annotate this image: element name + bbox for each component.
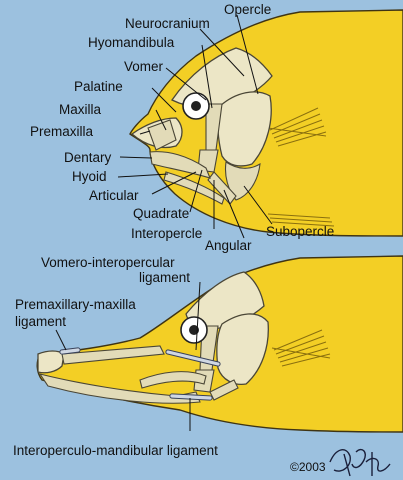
bottom-hyoid-arch: [139, 371, 207, 389]
bottom-interopercle: [209, 379, 239, 401]
bottom-pectoral-fin: [271, 329, 331, 367]
bottom-ligaments: [59, 347, 221, 401]
top-subopercle: [224, 161, 261, 201]
label-articular: Articular: [89, 188, 139, 203]
label-neurocranium: Neurocranium: [125, 16, 210, 31]
top-fish-head: [129, 9, 403, 237]
bottom-premaxilla: [37, 350, 65, 374]
bottom-leader-lines: [55, 281, 201, 431]
bottom-maxilla: [61, 345, 165, 365]
label-vomero-interopercular-line1: Vomero-interopercular: [41, 255, 175, 270]
label-quadrate: Quadrate: [133, 206, 189, 221]
bottom-fish-head: [36, 255, 403, 433]
label-angular: Angular: [205, 238, 252, 253]
label-hyomandibula: Hyomandibula: [88, 35, 175, 50]
top-eye-pupil: [191, 101, 201, 111]
bottom-eye-pupil: [189, 325, 199, 335]
label-opercle: Opercle: [224, 2, 271, 17]
bottom-lower-jaw: [38, 373, 201, 404]
label-premaxillary-maxilla-line2: ligament: [15, 314, 66, 329]
top-leader-lines: [117, 14, 273, 239]
label-premaxilla: Premaxilla: [30, 124, 94, 139]
top-pectoral-fin: [267, 107, 327, 147]
label-vomero-interopercular-line2: ligament: [139, 270, 190, 285]
copyright-text: ©2003: [290, 460, 326, 474]
bottom-opercle: [216, 313, 269, 386]
label-hyoid: Hyoid: [72, 169, 107, 184]
artist-signature: [329, 448, 391, 477]
label-interoperculo-mandibular: Interoperculo-mandibular ligament: [13, 443, 218, 458]
vomero-interopercular-ligament: [166, 350, 220, 366]
label-premaxillary-maxilla-line1: Premaxillary-maxilla: [15, 297, 136, 312]
top-lower-jaw: [149, 151, 211, 179]
premaxillary-maxilla-ligament: [60, 348, 80, 354]
label-maxilla: Maxilla: [59, 102, 102, 117]
top-pelvic-fin: [267, 213, 335, 227]
label-palatine: Palatine: [74, 79, 123, 94]
label-vomer: Vomer: [124, 59, 164, 74]
label-dentary: Dentary: [64, 150, 112, 165]
label-interopercle: Interopercle: [131, 226, 202, 241]
label-subopercle: Subopercle: [266, 224, 334, 239]
interoperculo-mandibular-ligament: [170, 394, 212, 400]
